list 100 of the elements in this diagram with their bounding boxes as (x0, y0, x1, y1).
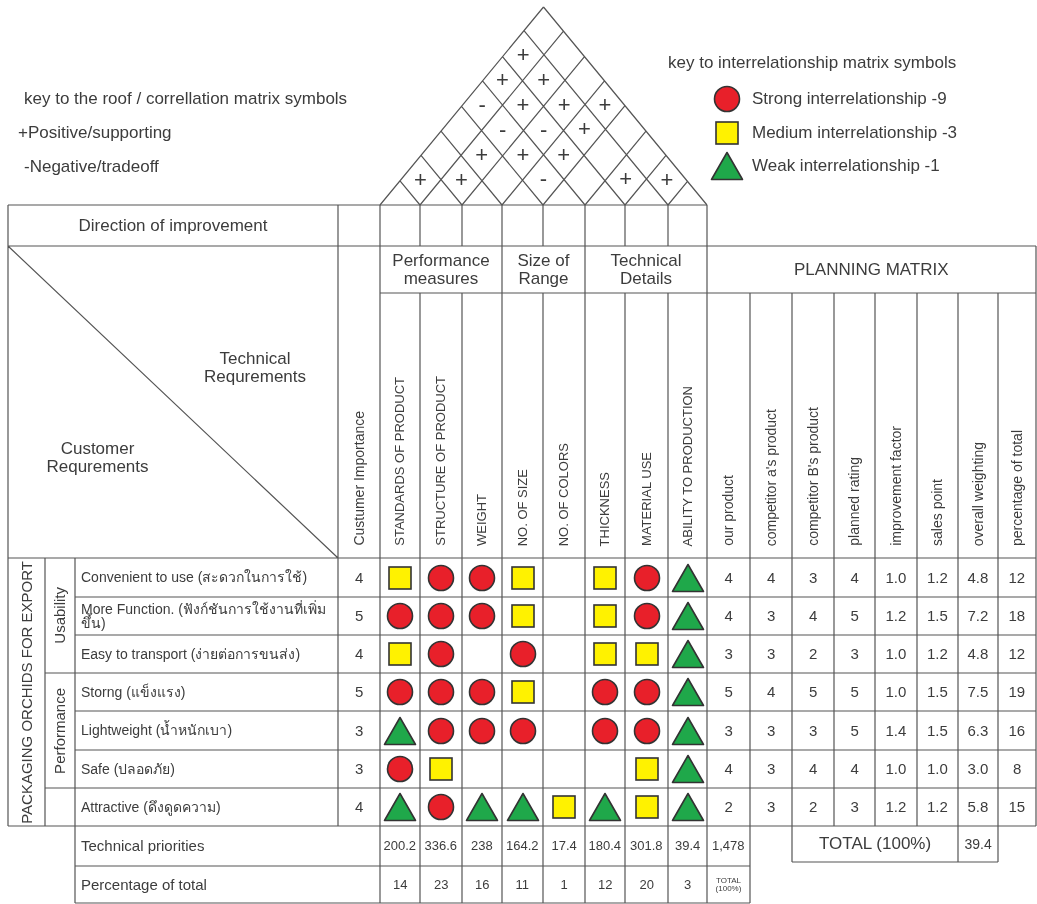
planning-value: 3 (850, 799, 859, 815)
circle-symbol (508, 716, 537, 745)
column-heading: planned rating (847, 457, 862, 546)
importance-value: 4 (355, 799, 364, 815)
importance-value: 5 (355, 684, 364, 700)
circle-symbol (468, 563, 496, 592)
axis-heading: Technical Requrements (202, 350, 308, 386)
requirement-text: More Function. (ฟังก์ชันการใช้งานที่เพิ่มขึ้น) (81, 601, 327, 631)
circle-symbol (427, 716, 455, 745)
group-heading: Technical Details (609, 252, 683, 288)
planning-value: 4 (809, 608, 818, 624)
planning-value: 5 (724, 684, 733, 700)
correlation-sign: - (499, 118, 507, 142)
percentage-value: 1 (560, 878, 568, 892)
planning-value: 5 (850, 722, 859, 739)
percentage-value: 11 (515, 878, 529, 892)
planning-value: 4 (767, 569, 776, 586)
square-symbol (593, 604, 617, 628)
correlation-sign: + (516, 142, 530, 166)
planning-value: 12 (1008, 569, 1026, 586)
square-symbol (510, 604, 535, 628)
axis-heading: Customer Requrements (45, 440, 150, 476)
planning-value: 1.0 (885, 569, 907, 586)
planning-value: 5.8 (967, 799, 989, 815)
square-symbol (634, 757, 659, 781)
planning-value: 3.0 (967, 761, 989, 777)
column-heading: overall weighting (970, 442, 986, 547)
planning-value: 1.2 (885, 799, 907, 815)
column-heading: ABILITY TO PRODUCTION (680, 386, 695, 547)
planning-value: 5 (809, 684, 818, 700)
planning-value: 1.0 (927, 761, 948, 777)
requirement-text: Attractive (ดึงดูดความ) (81, 799, 221, 815)
planning-value: 3 (850, 646, 859, 662)
column-heading: STANDARDS OF PRODUCT (393, 377, 407, 546)
column-heading: our product (721, 475, 736, 546)
importance-value: 4 (355, 569, 364, 586)
triangle-symbol (383, 715, 417, 746)
row-heading: Technical priorities (81, 838, 205, 854)
planning-value: 6.3 (967, 722, 989, 739)
correlation-sign: + (557, 92, 571, 116)
planning-value: 3 (767, 799, 776, 815)
planning-value: 16 (1008, 722, 1026, 739)
planning-value: 1.0 (885, 646, 907, 662)
percentage-value: 12 (598, 878, 613, 892)
priority-value: 200.2 (383, 839, 417, 853)
correlation-sign: + (578, 117, 591, 141)
circle-symbol (508, 640, 537, 668)
triangle-symbol (383, 792, 417, 822)
square-symbol (634, 795, 659, 819)
column-heading: competitor B's product (805, 407, 821, 546)
planning-value: 1.0 (885, 684, 907, 700)
total-label: TOTAL (100%) (714, 876, 743, 894)
triangle-symbol (670, 677, 705, 707)
column-heading: percentage of total (1009, 430, 1025, 546)
key-title: key to the roof / correllation matrix symbols (24, 90, 348, 108)
category-label: Usability (52, 587, 68, 644)
planning-value: 3 (767, 722, 776, 739)
correlation-sign: + (619, 167, 633, 191)
circle-symbol (468, 678, 496, 706)
planning-value: 1.5 (927, 684, 948, 700)
planning-value: 2 (809, 646, 818, 662)
circle-symbol (468, 602, 496, 630)
priority-value: 301.8 (630, 839, 663, 853)
priority-value: 336.6 (424, 839, 458, 853)
importance-value: 5 (355, 608, 364, 624)
correlation-sign: + (455, 167, 468, 191)
triangle-symbol (670, 601, 705, 631)
correlation-sign: + (475, 143, 489, 167)
planning-value: 8 (1013, 761, 1022, 777)
planning-value: 19 (1008, 684, 1026, 700)
column-heading: WEIGHT (475, 494, 489, 546)
circle-symbol (427, 793, 455, 821)
triangle-symbol (588, 792, 622, 822)
square-symbol (634, 642, 659, 666)
planning-value: 1.2 (927, 646, 948, 662)
planning-value: 3 (767, 646, 776, 662)
correlation-sign: + (516, 93, 530, 117)
legend-text: Medium interrelationship -3 (752, 123, 958, 142)
correlation-sign: + (557, 142, 571, 166)
planning-value: 3 (809, 569, 818, 586)
total-value: 39.4 (964, 836, 992, 852)
requirement-text: Easy to transport (ง่ายต่อการขนส่ง) (81, 646, 301, 662)
square-symbol (388, 565, 412, 590)
triangle-symbol (670, 715, 705, 746)
planning-value: 7.5 (967, 684, 989, 700)
importance-value: 4 (355, 646, 364, 662)
triangle-symbol (670, 562, 705, 593)
priority-value: 180.4 (588, 839, 622, 853)
key-entry: +Positive/supporting (18, 124, 172, 142)
priority-value: 238 (471, 839, 493, 853)
circle-symbol (427, 678, 455, 706)
planning-value: 5 (850, 608, 859, 624)
square-symbol (388, 642, 412, 666)
planning-value: 5 (850, 684, 859, 700)
planning-value: 3 (809, 722, 818, 739)
correlation-sign: + (598, 92, 612, 116)
column-heading: NO. OF COLORS (557, 443, 571, 547)
group-heading: PLANNING MATRIX (794, 260, 949, 279)
column-heading: STRUCTURE OF PRODUCT (434, 376, 448, 546)
planning-value: 1.5 (927, 608, 948, 624)
